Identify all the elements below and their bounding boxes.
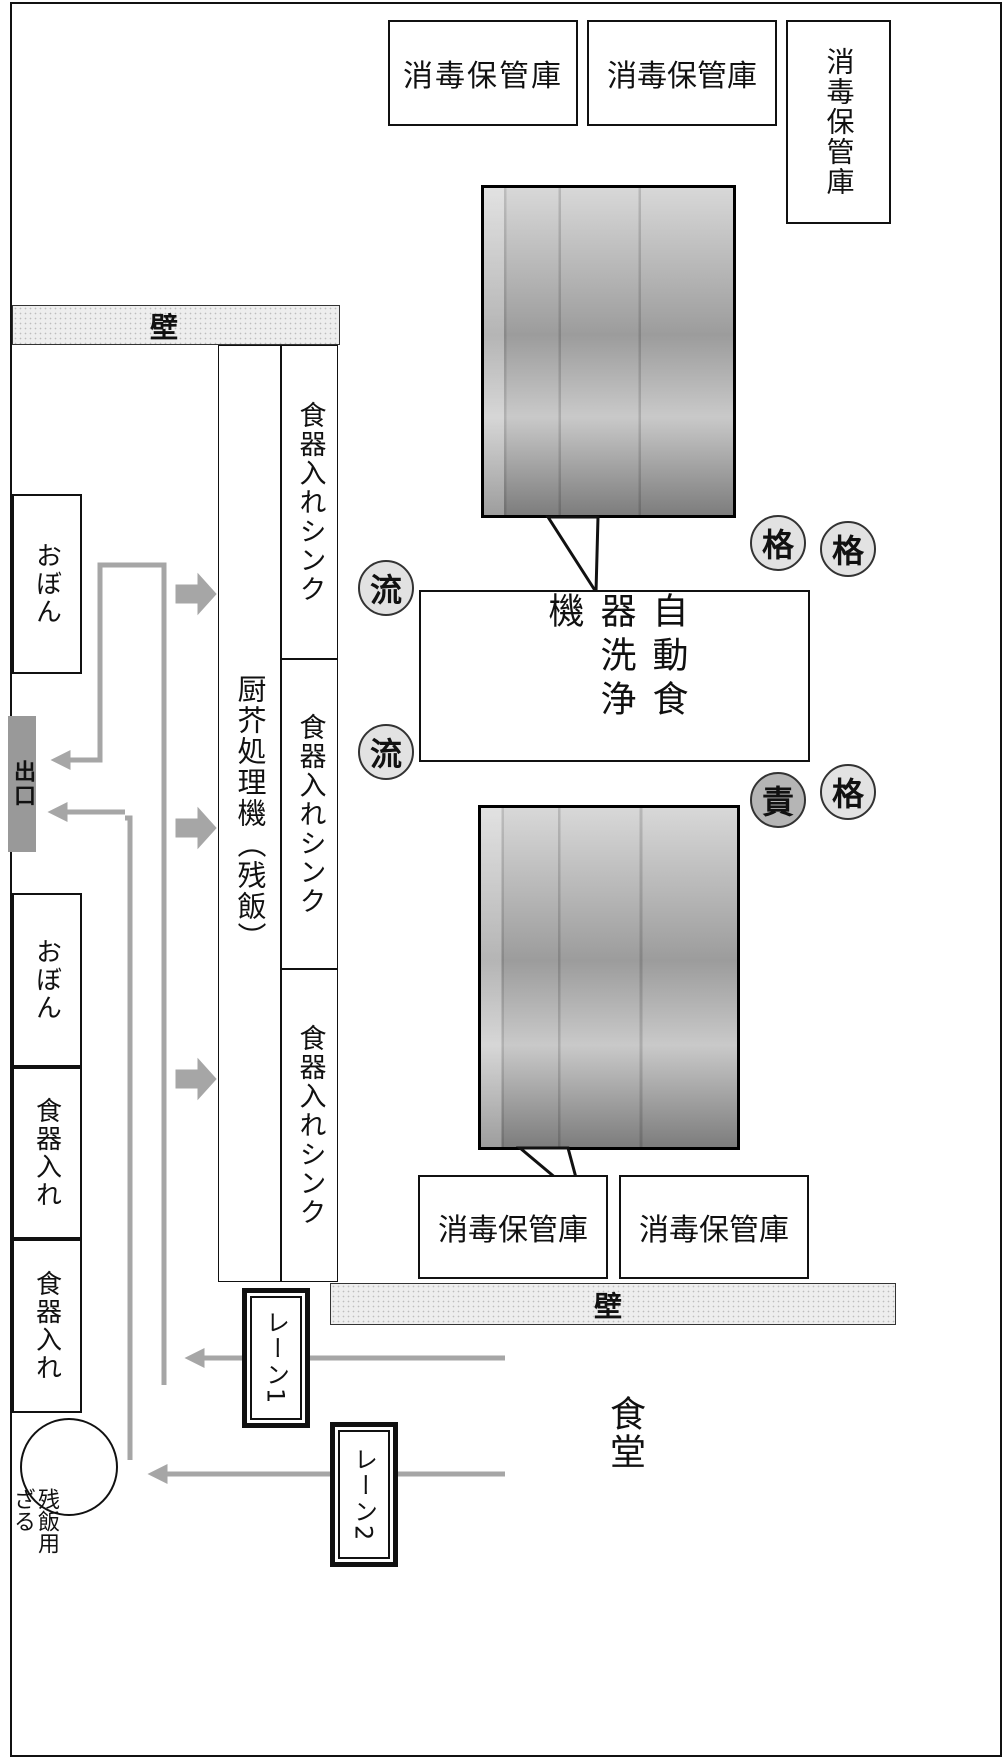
upper-wall-label: 壁 — [150, 311, 179, 344]
lower-wall-label: 壁 — [594, 1290, 623, 1323]
garbage-processor: 厨芥処理機（残飯） — [220, 347, 280, 1280]
storage-3-label: 消毒保管庫 — [822, 47, 856, 197]
lane-1: レーン1 — [242, 1288, 310, 1428]
exit-label: 出口 — [10, 760, 35, 808]
storage-2-label: 消毒保管庫 — [607, 59, 757, 94]
waste-basket-text: 残飯用ざる — [10, 1488, 59, 1554]
disinfection-storage-4: 消毒保管庫 — [418, 1175, 608, 1279]
exit-marker: 出口 — [8, 716, 36, 852]
tray-box-lower: おぼん — [12, 893, 82, 1067]
auto-dishwasher: 自動食器洗浄機 — [419, 590, 810, 762]
lower-wall — [330, 1283, 896, 1325]
grid-marker-3: 格 — [820, 764, 876, 820]
dish-sink-2-label: 食器入れシンク — [294, 712, 326, 916]
lane-2-label: レーン2 — [349, 1446, 378, 1543]
storage-photo — [478, 805, 740, 1150]
waste-basket-label: 残飯用ざる — [10, 1488, 140, 1558]
dish-box-2: 食器入れ — [12, 1239, 82, 1413]
upper-wall — [12, 305, 340, 345]
flow-marker-top: 流 — [358, 560, 414, 616]
flow-marker-bottom: 流 — [358, 724, 414, 780]
disinfection-storage-3: 消毒保管庫 — [786, 20, 891, 224]
garbage-processor-label: 厨芥処理機（残飯） — [233, 674, 267, 953]
tray-box-upper: おぼん — [12, 494, 82, 674]
dish-sink-1: 食器入れシンク — [282, 347, 338, 658]
washer-photo — [481, 185, 736, 518]
disinfection-storage-1: 消毒保管庫 — [388, 20, 578, 126]
dish-sink-2: 食器入れシンク — [282, 660, 338, 968]
garbage-processor-counter — [218, 345, 338, 1282]
waste-basket-circle — [20, 1418, 118, 1516]
responsible-marker: 責 — [750, 772, 806, 828]
dish-sink-3-label: 食器入れシンク — [294, 1023, 326, 1227]
tray-upper-label: おぼん — [31, 542, 62, 626]
dish-sink-3: 食器入れシンク — [282, 970, 338, 1280]
dish-sink-1-label: 食器入れシンク — [294, 401, 326, 604]
storage-4-label: 消毒保管庫 — [438, 1213, 588, 1248]
lane-1-label: レーン1 — [261, 1310, 290, 1406]
lane-2: レーン2 — [330, 1422, 398, 1567]
sink-sep-1 — [281, 658, 338, 660]
grid-marker-1: 格 — [750, 515, 806, 571]
disinfection-storage-2: 消毒保管庫 — [587, 20, 777, 126]
cafeteria-label: 食堂 — [598, 1395, 650, 1480]
dish-box-1: 食器入れ — [12, 1067, 82, 1239]
floor-plan-frame — [10, 2, 1002, 1757]
cafeteria-text: 食堂 — [604, 1395, 645, 1471]
auto-dishwasher-label: 自動食器洗浄機 — [542, 592, 688, 724]
sink-sep-2 — [281, 968, 338, 970]
dish-box-1-label: 食器入れ — [31, 1097, 62, 1209]
tray-lower-label: おぼん — [31, 938, 62, 1022]
storage-5-label: 消毒保管庫 — [639, 1213, 789, 1248]
counter-divider — [280, 345, 282, 1282]
disinfection-storage-5: 消毒保管庫 — [619, 1175, 809, 1279]
dish-box-2-label: 食器入れ — [31, 1270, 62, 1382]
grid-marker-2: 格 — [820, 521, 876, 577]
